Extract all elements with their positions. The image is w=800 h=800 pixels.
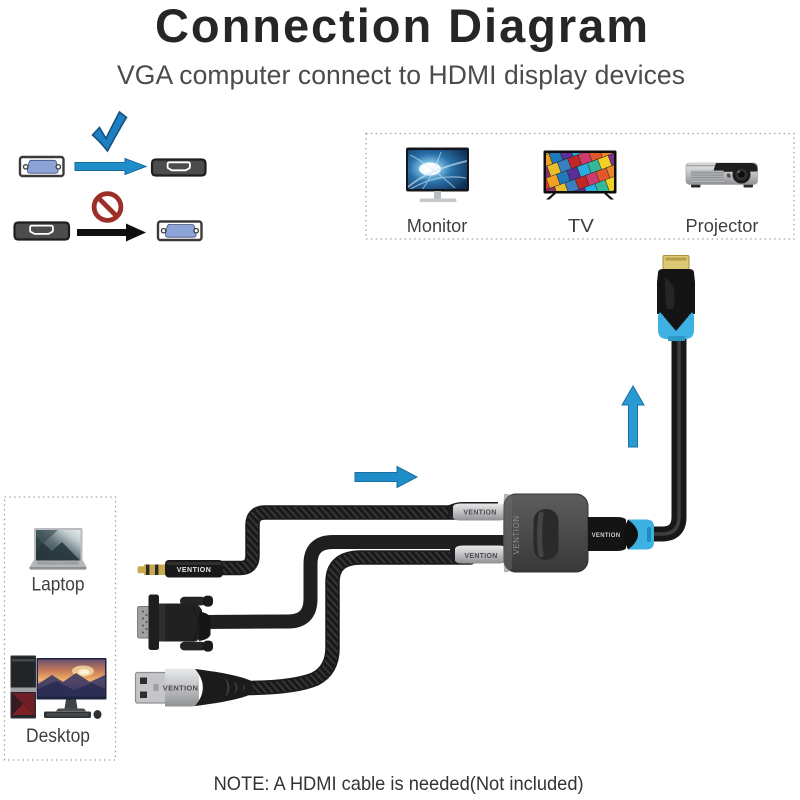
- svg-text:TV: TV: [568, 216, 594, 236]
- svg-text:Connection Diagram: Connection Diagram: [155, 0, 648, 52]
- svg-text:Laptop: Laptop: [32, 574, 85, 596]
- svg-text:VENTION: VENTION: [512, 515, 521, 554]
- svg-text:VENTION: VENTION: [464, 553, 497, 560]
- svg-text:VENTION: VENTION: [163, 684, 198, 693]
- svg-text:Desktop: Desktop: [26, 725, 90, 747]
- svg-text:VENTION: VENTION: [592, 533, 621, 539]
- svg-text:VGA computer connect to HDMI d: VGA computer connect to HDMI display dev…: [117, 60, 685, 90]
- svg-text:Monitor: Monitor: [407, 216, 468, 236]
- svg-text:VENTION: VENTION: [463, 510, 496, 517]
- svg-text:Projector: Projector: [686, 216, 759, 236]
- svg-text:VENTION: VENTION: [177, 567, 212, 574]
- svg-text:NOTE: A HDMI cable is needed(N: NOTE: A HDMI cable is needed(Not include…: [214, 773, 584, 795]
